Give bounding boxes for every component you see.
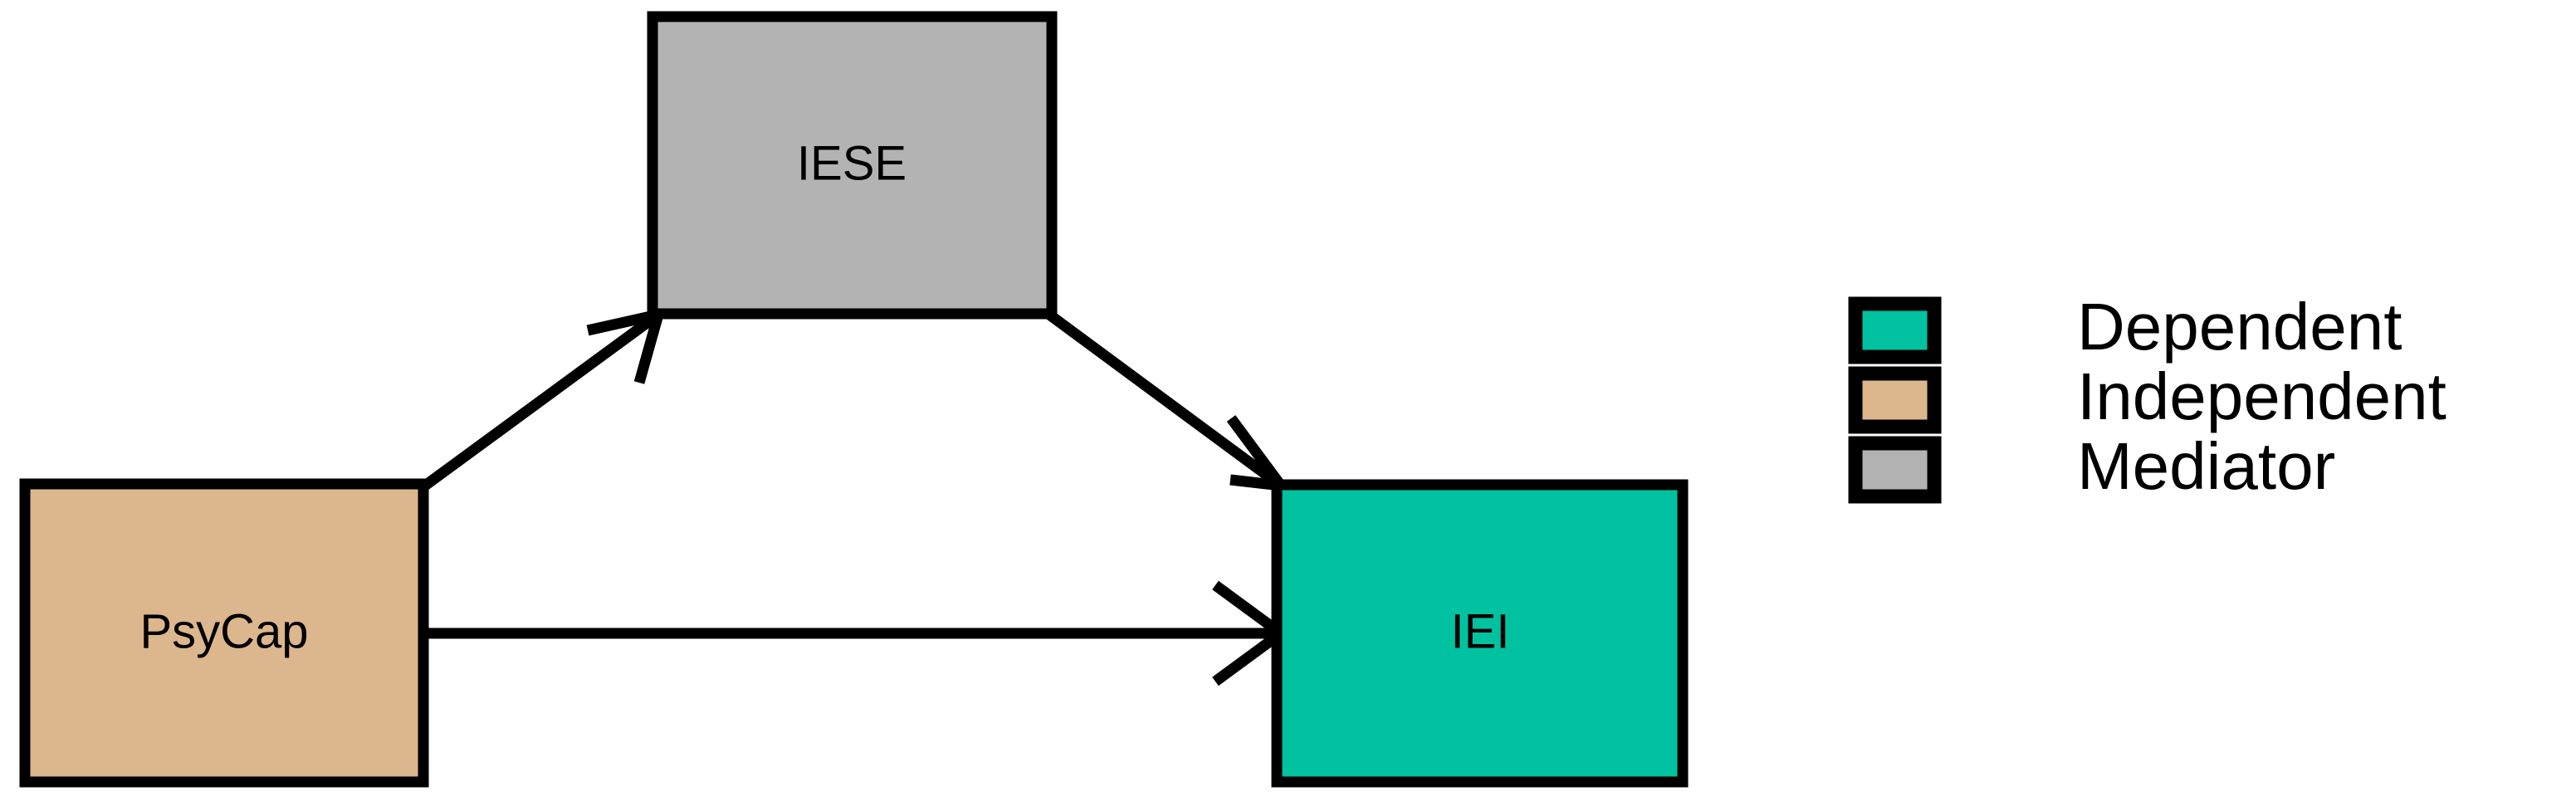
legend-label-dependent: Dependent xyxy=(2077,290,2402,364)
legend-swatch-dependent xyxy=(1848,296,1942,364)
edge-line-iese-iei xyxy=(1046,310,1284,491)
legend-label-mediator: Mediator xyxy=(2077,429,2335,503)
node-iese-box[interactable] xyxy=(647,11,1058,320)
node-psycap-box[interactable] xyxy=(19,478,429,788)
legend-item-independent[interactable]: Independent xyxy=(1848,359,2446,434)
edge-iese-to-iei xyxy=(1046,310,1293,493)
node-iei-label: IEI xyxy=(1451,604,1510,658)
node-iei[interactable]: IEI xyxy=(1271,479,1689,788)
edge-line-psycap-iese xyxy=(422,310,662,491)
edge-psycap-to-iese xyxy=(422,307,667,491)
legend-swatch-mediator xyxy=(1848,436,1942,504)
legend-item-mediator[interactable]: Mediator xyxy=(1848,429,2335,504)
legend-label-independent: Independent xyxy=(2077,359,2446,433)
node-iese-label: IESE xyxy=(797,136,907,190)
edge-psycap-to-iei xyxy=(425,580,1290,686)
node-psycap-label: PsyCap xyxy=(139,604,308,658)
node-iese[interactable]: IESE xyxy=(647,11,1058,320)
legend-swatch-independent xyxy=(1848,366,1942,434)
legend: Dependent Independent Mediator xyxy=(1848,290,2446,504)
node-iei-box[interactable] xyxy=(1271,479,1689,788)
node-psycap[interactable]: PsyCap xyxy=(19,478,429,788)
legend-item-dependent[interactable]: Dependent xyxy=(1848,290,2402,364)
